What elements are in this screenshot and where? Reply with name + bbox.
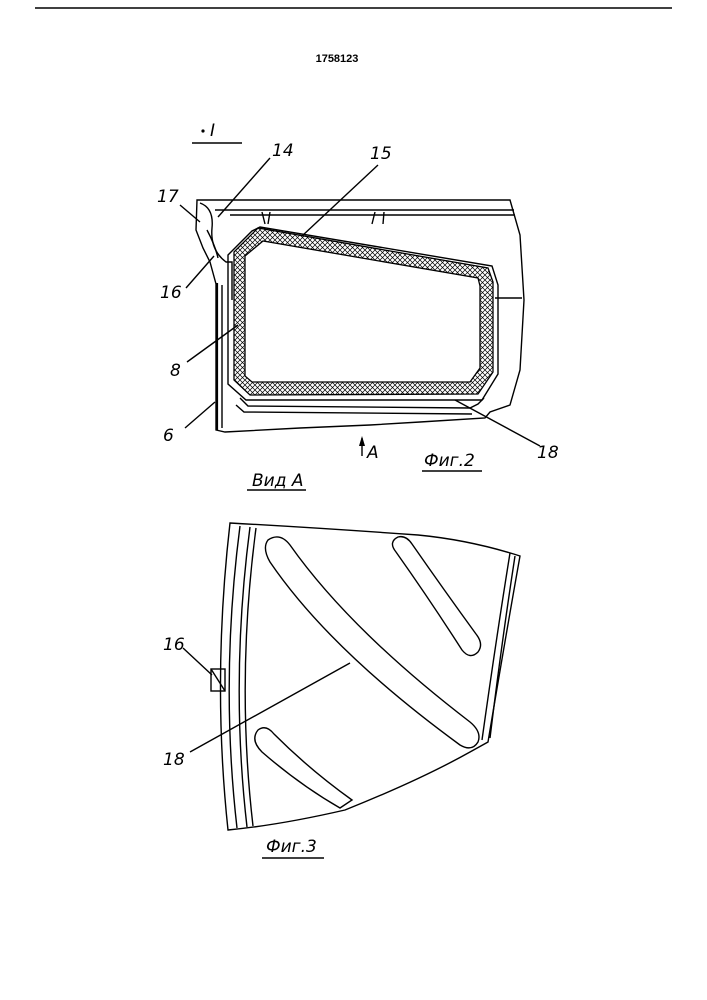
leader-14 <box>218 158 270 217</box>
figure-2-caption: Фиг.2 <box>424 451 475 471</box>
hatched-insert <box>234 228 493 395</box>
leader-16 <box>186 256 214 288</box>
top-rib-2 <box>372 212 384 224</box>
top-rib-1 <box>262 212 270 224</box>
callout-15: 15 <box>370 144 392 164</box>
callout-18-fig3: 18 <box>163 750 185 770</box>
rim-arc-1 <box>229 526 240 828</box>
figure-3: Вид А 16 18 Фиг.3 <box>163 471 520 858</box>
rim-arc-right-1 <box>482 553 510 740</box>
rim-arc-3 <box>245 528 256 826</box>
figure-3-caption: Фиг.3 <box>266 837 317 857</box>
upper-slot <box>392 537 480 656</box>
patent-number: 1758123 <box>316 53 359 65</box>
leader-16-fig3 <box>183 648 212 675</box>
leader-8 <box>187 325 238 362</box>
leader-18-fig3 <box>190 663 350 752</box>
leader-6 <box>185 402 215 428</box>
long-slot <box>265 537 479 748</box>
section-dot <box>201 129 204 132</box>
callout-6: 6 <box>163 426 174 446</box>
leader-18 <box>455 400 540 446</box>
callout-14: 14 <box>272 141 294 161</box>
view-arrow-label: A <box>366 443 379 463</box>
rim-arc-right-2 <box>490 556 515 738</box>
callout-16-fig3: 16 <box>163 635 185 655</box>
lower-slot <box>255 728 352 808</box>
sector-outline <box>220 523 520 830</box>
rim-marker-diag <box>211 669 225 691</box>
callout-17: 17 <box>157 187 179 207</box>
callout-8: 8 <box>170 361 181 381</box>
view-a-title: Вид А <box>252 471 304 491</box>
callout-16: 16 <box>160 283 182 303</box>
callout-18: 18 <box>537 443 559 463</box>
view-arrow-head <box>359 436 365 446</box>
figure-2: I 17 14 15 16 8 6 <box>157 121 559 471</box>
section-mark: I <box>210 121 215 141</box>
